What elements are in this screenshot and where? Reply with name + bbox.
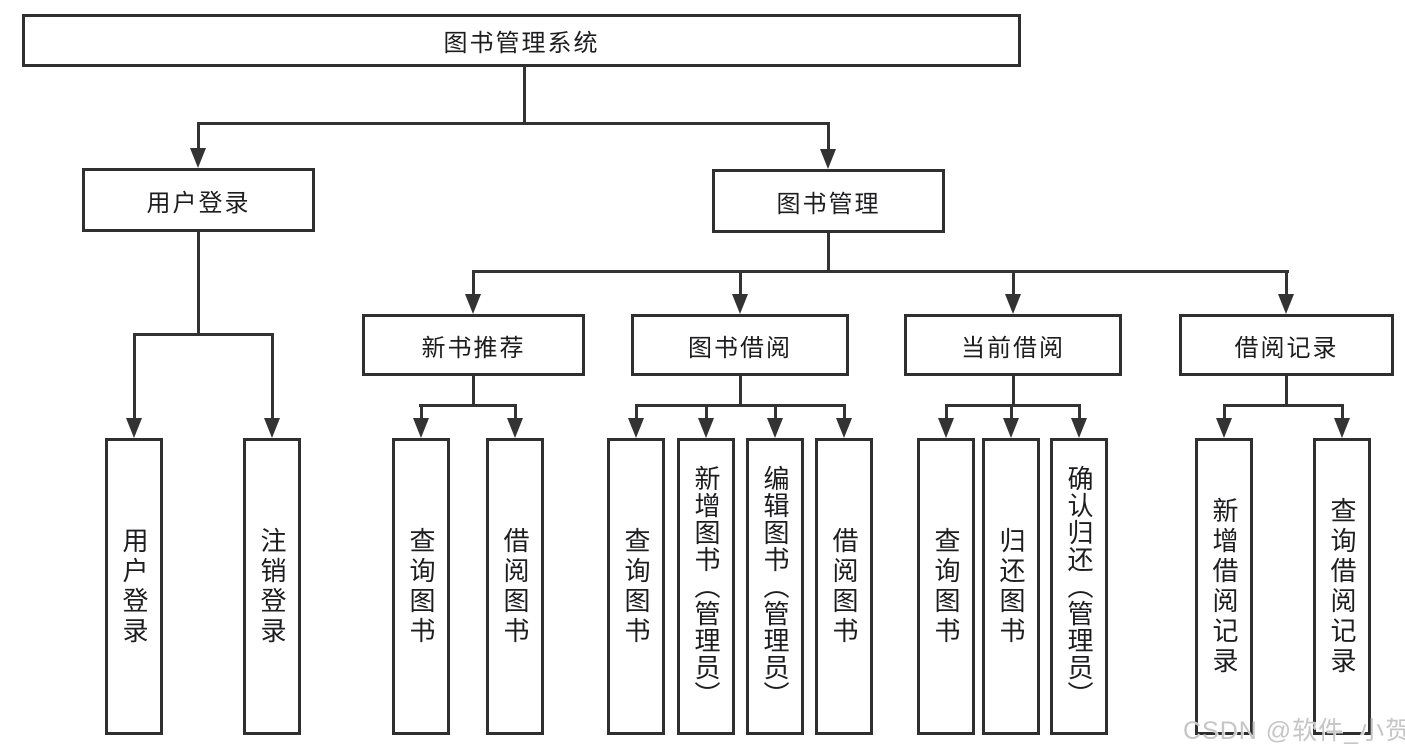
connector-line	[197, 232, 200, 335]
arrow-down-icon	[1003, 406, 1019, 438]
arrow-down-icon	[628, 406, 644, 438]
connector-line	[827, 233, 830, 272]
node-label: 新增借阅记录	[1209, 496, 1239, 677]
node-label: 新书推荐	[421, 334, 526, 362]
node-label: 查询借阅记录	[1327, 496, 1357, 677]
arrow-down-icon	[190, 124, 206, 168]
connector-line	[945, 404, 1081, 407]
arrow-down-icon	[264, 335, 280, 438]
node-label: 编辑图书（管理员）	[760, 465, 790, 708]
node-label: 查询图书	[406, 526, 436, 647]
node-book-management: 图书管理	[712, 169, 945, 233]
arrow-down-icon	[507, 406, 523, 438]
arrow-down-icon	[126, 335, 142, 438]
connector-line	[1223, 404, 1344, 407]
node-user-login: 用户登录	[82, 168, 315, 232]
node-current-borrow: 当前借阅	[904, 314, 1122, 376]
node-label: 当前借阅	[961, 334, 1065, 362]
node-label: 图书借阅	[688, 334, 792, 362]
arrow-down-icon	[938, 406, 954, 438]
node-label: 图书管理	[776, 190, 881, 218]
leaf-query-book-1: 查询图书	[392, 438, 450, 735]
connector-line	[635, 404, 846, 407]
arrow-down-icon	[767, 406, 783, 438]
csdn-watermark: CSDN @软件_小贺同学	[1183, 717, 1405, 745]
arrow-down-icon	[1071, 406, 1087, 438]
connector-line	[472, 376, 475, 406]
node-label: 借阅图书	[829, 526, 859, 647]
leaf-add-borrow-record: 新增借阅记录	[1195, 438, 1253, 735]
leaf-logout: 注销登录	[243, 438, 301, 735]
arrow-down-icon	[836, 406, 852, 438]
node-book-borrow: 图书借阅	[631, 314, 849, 376]
leaf-borrow-book-2: 借阅图书	[815, 438, 873, 735]
connector-line	[419, 404, 517, 407]
leaf-confirm-return-admin: 确认归还（管理员）	[1050, 438, 1108, 735]
leaf-edit-book-admin: 编辑图书（管理员）	[746, 438, 804, 735]
arrow-down-icon	[1334, 406, 1350, 438]
leaf-add-book-admin: 新增图书（管理员）	[677, 438, 735, 735]
connector-line	[472, 270, 1289, 273]
node-label: 用户登录	[119, 526, 149, 647]
arrow-down-icon	[732, 272, 748, 314]
connector-line	[523, 67, 526, 124]
leaf-query-book-2: 查询图书	[607, 438, 665, 735]
connector-line	[739, 376, 742, 406]
node-label: 用户登录	[146, 189, 251, 217]
connector-line	[197, 122, 830, 125]
arrow-down-icon	[1216, 406, 1232, 438]
node-label: 查询图书	[621, 526, 651, 647]
node-label: 借阅图书	[500, 526, 530, 647]
node-label: 查询图书	[931, 526, 961, 647]
arrow-down-icon	[413, 406, 429, 438]
connector-line	[1285, 376, 1288, 406]
arrow-down-icon	[1005, 272, 1021, 314]
node-label: 注销登录	[257, 526, 287, 647]
leaf-query-borrow-record: 查询借阅记录	[1313, 438, 1371, 735]
arrow-down-icon	[698, 406, 714, 438]
arrow-down-icon	[820, 124, 836, 169]
node-borrow-record: 借阅记录	[1179, 314, 1394, 376]
leaf-user-login: 用户登录	[105, 438, 163, 735]
connector-line	[1012, 376, 1015, 406]
node-label: 图书管理系统	[443, 30, 600, 57]
leaf-return-book: 归还图书	[982, 438, 1040, 735]
node-new-book-recommend: 新书推荐	[362, 314, 585, 376]
arrow-down-icon	[1278, 272, 1294, 314]
node-label: 归还图书	[996, 526, 1026, 647]
leaf-query-book-3: 查询图书	[917, 438, 975, 735]
node-label: 新增图书（管理员）	[691, 465, 721, 708]
node-library-management-system: 图书管理系统	[22, 14, 1021, 67]
connector-line	[133, 333, 274, 336]
arrow-down-icon	[465, 272, 481, 314]
leaf-borrow-book-1: 借阅图书	[486, 438, 544, 735]
node-label: 借阅记录	[1234, 334, 1339, 362]
node-label: 确认归还（管理员）	[1064, 465, 1094, 708]
